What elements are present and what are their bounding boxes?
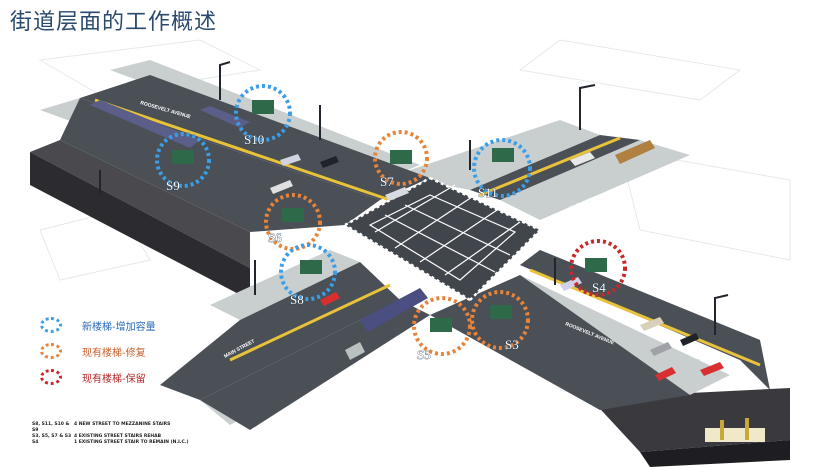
- stair-ring-s6: [264, 193, 322, 251]
- vehicles: [90, 100, 724, 381]
- stair-s9[interactable]: S9: [155, 132, 211, 193]
- footnote-desc: 1 EXISTING STREET STAIR TO REMAIN (N.I.C…: [74, 440, 189, 445]
- stair-s7[interactable]: S7: [373, 130, 429, 189]
- stair-ring-s5: [412, 296, 472, 356]
- legend-label-rehab: 现有楼梯-修复: [82, 347, 146, 359]
- stair-s10[interactable]: S10: [234, 84, 292, 147]
- stair-label-s7: S7: [380, 174, 394, 189]
- stair-label-s4: S4: [592, 280, 606, 295]
- legend-item-new: 新楼梯-增加容量: [40, 312, 156, 338]
- page-title: 街道层面的工作概述: [10, 10, 218, 35]
- legend-item-remain: 现有楼梯-保留: [40, 364, 156, 390]
- stair-ring-s7: [373, 130, 429, 186]
- stair-label-s3: S3: [505, 337, 519, 352]
- stair-s6[interactable]: S6: [264, 193, 322, 251]
- footnote-row: S4 1 EXISTING STREET STAIR TO REMAIN (N.…: [32, 440, 189, 446]
- footnote-row: S8, S11, S10 & S9 4 NEW STREET TO MEZZAN…: [32, 422, 189, 434]
- center-lines: [94, 98, 761, 367]
- footnote-ids: S4: [32, 440, 39, 445]
- street-lamps: [99, 61, 729, 335]
- legend-ring-remain: [40, 369, 62, 385]
- street-labels: ROOSEVELT AVENUE MAIN STREET ROOSEVELT A…: [139, 100, 615, 360]
- footnote-desc: 4 NEW STREET TO MEZZANINE STAIRS: [74, 422, 171, 427]
- legend-item-rehab: 现有楼梯-修复: [40, 338, 156, 364]
- stair-ring-s11: [472, 138, 532, 198]
- stair-label-s11: S11: [478, 185, 498, 200]
- legend-ring-rehab: [40, 343, 62, 359]
- legend-ring-new: [40, 317, 62, 333]
- stair-label-s5: S5: [417, 347, 431, 362]
- legend: 新楼梯-增加容量 现有楼梯-修复 现有楼梯-保留: [40, 312, 156, 390]
- stair-label-s8: S8: [290, 292, 304, 307]
- stair-ring-s9: [155, 132, 211, 188]
- stair-ring-s10: [234, 84, 292, 142]
- stair-label-s9: S9: [166, 178, 180, 193]
- stair-s3[interactable]: S3: [470, 290, 530, 352]
- stair-s4[interactable]: S4: [569, 239, 627, 297]
- footnote-row: S3, S5, S7 & S3 4 EXISTING STREET STAIRS…: [32, 434, 189, 440]
- legend-label-remain: 现有楼梯-保留: [82, 373, 146, 385]
- underground-mezzanine: [30, 140, 790, 467]
- stair-s5[interactable]: S5: [412, 296, 472, 362]
- stair-s8[interactable]: S8: [279, 243, 337, 307]
- stair-ring-s3: [470, 290, 530, 350]
- stair-markers: S10 S9 S7 S11 S6 S8: [155, 84, 627, 362]
- stair-label-s6: S6: [268, 230, 282, 245]
- stair-label-s10: S10: [244, 132, 264, 147]
- stair-ring-s4: [569, 239, 627, 297]
- stair-s11[interactable]: S11: [472, 138, 532, 200]
- footnote-ids: S8, S11, S10 & S9: [32, 422, 70, 433]
- intersection: [344, 176, 541, 302]
- stair-ring-s8: [279, 243, 337, 301]
- footnote: S8, S11, S10 & S9 4 NEW STREET TO MEZZAN…: [32, 422, 189, 446]
- legend-label-new: 新楼梯-增加容量: [82, 321, 156, 333]
- footnote-desc: 4 EXISTING STREET STAIRS REHAB: [74, 434, 162, 439]
- footnote-ids: S3, S5, S7 & S3: [32, 434, 72, 439]
